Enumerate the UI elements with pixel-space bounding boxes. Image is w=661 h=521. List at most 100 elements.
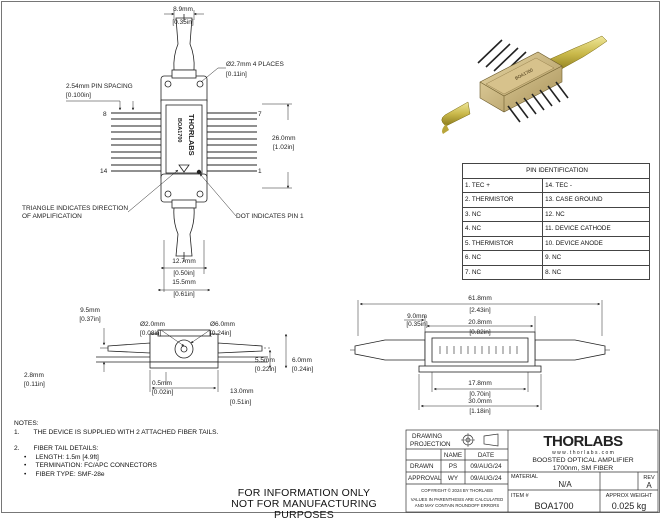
- dim-2-0-in: [0.08in]: [140, 330, 162, 337]
- pin-7-label: 7: [258, 111, 262, 118]
- thorlabs-logo: THORLABS: [543, 433, 623, 450]
- dim-6-0: 6.0mm: [292, 357, 312, 364]
- dim-13-0: 13.0mm: [230, 388, 253, 395]
- dim-5-5-in: [0.22in]: [255, 366, 277, 373]
- description-2: 1700nm, SM FIBER: [553, 465, 614, 472]
- pin-cell: 8. NC: [542, 264, 650, 280]
- pin-cell: 3. NC: [461, 206, 544, 222]
- pin-cell: 5. THERMISTOR: [461, 235, 544, 251]
- side-view: [96, 328, 288, 392]
- dim-height-in: [1.02in]: [273, 144, 295, 151]
- dim-9-5-in: [0.37in]: [79, 316, 101, 323]
- rev-value: A: [646, 481, 652, 490]
- dim-20-8-in: [0.82in]: [469, 329, 491, 336]
- values-note-1: VALUES IN PARENTHESIS ARE CALCULATED: [411, 497, 503, 502]
- drawn-date: 09/AUG/24: [470, 463, 502, 470]
- dim-width-in: [0.35in]: [172, 19, 194, 26]
- rev-label: REV: [643, 475, 655, 481]
- dim-15-5-in: [0.61in]: [173, 291, 195, 298]
- note-2: 2. FIBER TAIL DETAILS:: [14, 445, 244, 454]
- pin-cell: 2. THERMISTOR: [461, 192, 544, 208]
- pin-cell: 7. NC: [461, 264, 544, 280]
- website: w w w . t h o r l a b s . c o m: [552, 450, 614, 456]
- dim-2-8-in: [0.11in]: [24, 381, 45, 388]
- drawn-label: DRAWN: [410, 463, 434, 470]
- dim-9-5: 9.5mm: [80, 307, 100, 314]
- dim-6-0-in: [0.24in]: [292, 366, 314, 373]
- note-text: FIBER TAIL DETAILS:: [33, 445, 99, 453]
- dim-15-5: 15.5mm: [172, 279, 195, 286]
- note-triangle-1: TRIANGLE INDICATES DIRECTION: [22, 205, 128, 212]
- weight-label: APPROX WEIGHT: [606, 493, 653, 499]
- list-item: • FIBER TYPE: SMF-28e: [24, 470, 105, 478]
- pin-1-label: 1: [258, 168, 262, 175]
- note-dot: DOT INDICATES PIN 1: [236, 213, 304, 220]
- dim-13-0-in: [0.51in]: [230, 399, 252, 406]
- item-label: ITEM #: [511, 493, 530, 499]
- dim-pin-spacing: 2.54mm PIN SPACING: [66, 83, 133, 90]
- dim-2-0: Ø2.0mm: [140, 321, 165, 328]
- dim-width: 8.9mm: [173, 6, 193, 13]
- pin-cell: 9. NC: [542, 250, 650, 266]
- front-view: [350, 300, 610, 410]
- col-date-header: DATE: [478, 452, 494, 459]
- note-triangle-2: OF AMPLIFICATION: [22, 213, 82, 220]
- amplification-triangle-icon: [178, 164, 190, 173]
- note-text: THE DEVICE IS SUPPLIED WITH 2 ATTACHED F…: [33, 428, 219, 436]
- pin-cell: 1. TEC +: [461, 177, 544, 193]
- pin-cell: 12. NC: [542, 206, 650, 222]
- material-value: N/A: [558, 480, 572, 489]
- note-number: 2.: [14, 445, 20, 453]
- dim-hole: Ø2.7mm 4 PLACES: [226, 61, 284, 68]
- pin-8-label: 8: [103, 111, 107, 118]
- dim-0-5-in: [0.02in]: [152, 389, 174, 396]
- drawn-name: PS: [449, 463, 457, 470]
- note-number: 1.: [14, 428, 20, 436]
- weight-value: 0.025 kg: [612, 501, 647, 511]
- copyright: COPYRIGHT © 2024 BY THORLABS: [421, 488, 493, 493]
- dim-9-0: 9.0mm: [407, 313, 427, 320]
- item-value: BOA1700: [534, 501, 573, 511]
- dim-height: 26.0mm: [272, 135, 295, 142]
- disclaimer-line-1: FOR INFORMATION ONLY: [237, 487, 371, 499]
- dim-5-5: 5.5mm: [255, 357, 275, 364]
- values-note-2: AND MAY CONTAIN ROUNDOFF ERRORS: [415, 503, 500, 508]
- pin-cell: 13. CASE GROUND: [542, 192, 650, 208]
- body-text-model: BOA1700: [176, 118, 182, 142]
- dim-9-0-in: [0.35in]: [406, 321, 428, 328]
- notes-section: NOTES: 1. THE DEVICE IS SUPPLIED WITH 2 …: [14, 420, 244, 480]
- dim-2-8: 2.8mm: [24, 372, 44, 379]
- sheet-border: [1, 1, 660, 513]
- pin-cell: 10. DEVICE ANODE: [542, 235, 650, 251]
- note-2-list: • LENGTH: 1.5m [4.9ft] • TERMINATION: FC…: [14, 454, 244, 480]
- col-name-header: NAME: [444, 452, 462, 459]
- list-item: • TERMINATION: FC/APC CONNECTORS: [24, 462, 157, 470]
- notes-title: NOTES:: [14, 420, 39, 427]
- approval-name: WY: [448, 475, 459, 482]
- pin1-dot-icon: [196, 169, 202, 175]
- material-label: MATERIAL: [511, 474, 538, 480]
- body-text-logo: THORLABS: [187, 114, 196, 156]
- dim-6-0d: Ø6.0mm: [210, 321, 235, 328]
- table-row: 1. TEC +14. TEC -: [461, 177, 650, 193]
- dim-20-8: 20.8mm: [468, 319, 491, 326]
- pin-table-title: PIN IDENTIFICATION: [462, 163, 650, 179]
- pin-14-label: 14: [100, 168, 108, 175]
- dim-61-8-in: [2.43in]: [469, 307, 491, 314]
- top-view: [66, 10, 292, 292]
- pin-identification-table: PIN IDENTIFICATION 1. TEC +14. TEC - 2. …: [461, 163, 650, 280]
- product-render: BOA1700: [441, 35, 608, 134]
- approval-date: 09/AUG/24: [470, 475, 502, 482]
- dim-17-8-in: [0.70in]: [469, 391, 491, 398]
- dim-17-8: 17.8mm: [468, 380, 491, 387]
- dim-pin-spacing-in: [0.100in]: [66, 92, 91, 99]
- dim-hole-in: [0.11in]: [226, 71, 247, 78]
- pin-cell: 14. TEC -: [542, 177, 650, 193]
